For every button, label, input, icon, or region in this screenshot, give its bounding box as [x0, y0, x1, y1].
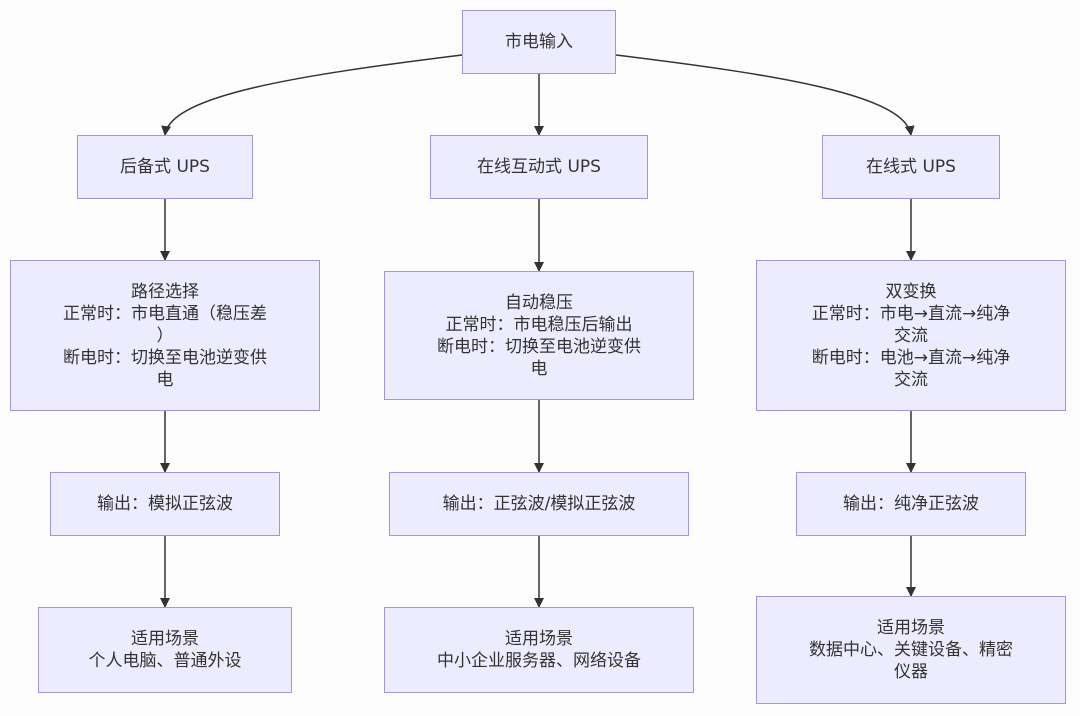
backup-detail-title: 路径选择	[131, 281, 199, 302]
online-ups-scenario-node: 适用场景 数据中心、关键设备、精密 仪器	[756, 596, 1066, 704]
backup-ups-detail-node: 路径选择 正常时：市电直通（稳压差 ） 断电时：切换至电池逆变供 电	[10, 260, 320, 411]
backup-scenario-title: 适用场景	[131, 629, 199, 649]
root-node: 市电输入	[462, 10, 616, 74]
interactive-scenario-title: 适用场景	[505, 629, 573, 649]
backup-scenario-line: 个人电脑、普通外设	[88, 651, 242, 671]
online-detail-line: 交流	[894, 325, 928, 346]
line-interactive-ups-node: 在线互动式 UPS	[430, 135, 648, 199]
online-detail-line: 交流	[894, 369, 928, 390]
interactive-detail-line: 电	[530, 358, 548, 379]
online-ups-output-node: 输出：纯净正弦波	[796, 472, 1026, 536]
interactive-scenario-line: 中小企业服务器、网络设备	[437, 651, 641, 671]
online-ups-node: 在线式 UPS	[822, 135, 1000, 199]
online-scenario-line: 数据中心、关键设备、精密	[809, 640, 1013, 660]
root-label: 市电输入	[505, 32, 573, 52]
online-ups-label: 在线式 UPS	[866, 157, 956, 177]
interactive-detail-line: 断电时：切换至电池逆变供	[437, 336, 641, 357]
interactive-detail-line: 正常时：市电稳压后输出	[445, 314, 633, 335]
line-interactive-output-node: 输出：正弦波/模拟正弦波	[389, 472, 689, 536]
line-interactive-scenario-node: 适用场景 中小企业服务器、网络设备	[384, 607, 694, 693]
online-detail-title: 双变换	[885, 281, 937, 302]
backup-ups-label: 后备式 UPS	[120, 157, 210, 177]
backup-ups-output-node: 输出：模拟正弦波	[50, 472, 280, 536]
backup-detail-line: ）	[156, 325, 174, 346]
backup-output-label: 输出：模拟正弦波	[97, 494, 233, 514]
online-scenario-title: 适用场景	[877, 618, 945, 638]
online-detail-line: 断电时：电池→直流→纯净	[811, 347, 1011, 368]
online-scenario-line: 仪器	[894, 662, 928, 682]
backup-detail-line: 断电时：切换至电池逆变供	[63, 347, 267, 368]
edge-root-to-backup	[161, 54, 463, 136]
line-interactive-ups-label: 在线互动式 UPS	[477, 157, 601, 177]
backup-ups-scenario-node: 适用场景 个人电脑、普通外设	[38, 607, 292, 693]
interactive-detail-title: 自动稳压	[505, 292, 573, 313]
online-detail-line: 正常时：市电→直流→纯净	[811, 303, 1011, 324]
edge-root-to-online	[615, 54, 915, 136]
backup-detail-line: 电	[156, 369, 174, 390]
online-output-label: 输出：纯净正弦波	[843, 494, 979, 514]
line-interactive-detail-node: 自动稳压 正常时：市电稳压后输出 断电时：切换至电池逆变供 电	[384, 271, 694, 400]
backup-detail-line: 正常时：市电直通（稳压差	[63, 303, 267, 324]
online-ups-detail-node: 双变换 正常时：市电→直流→纯净 交流 断电时：电池→直流→纯净 交流	[756, 260, 1066, 411]
backup-ups-node: 后备式 UPS	[77, 135, 253, 199]
interactive-output-label: 输出：正弦波/模拟正弦波	[442, 494, 636, 514]
